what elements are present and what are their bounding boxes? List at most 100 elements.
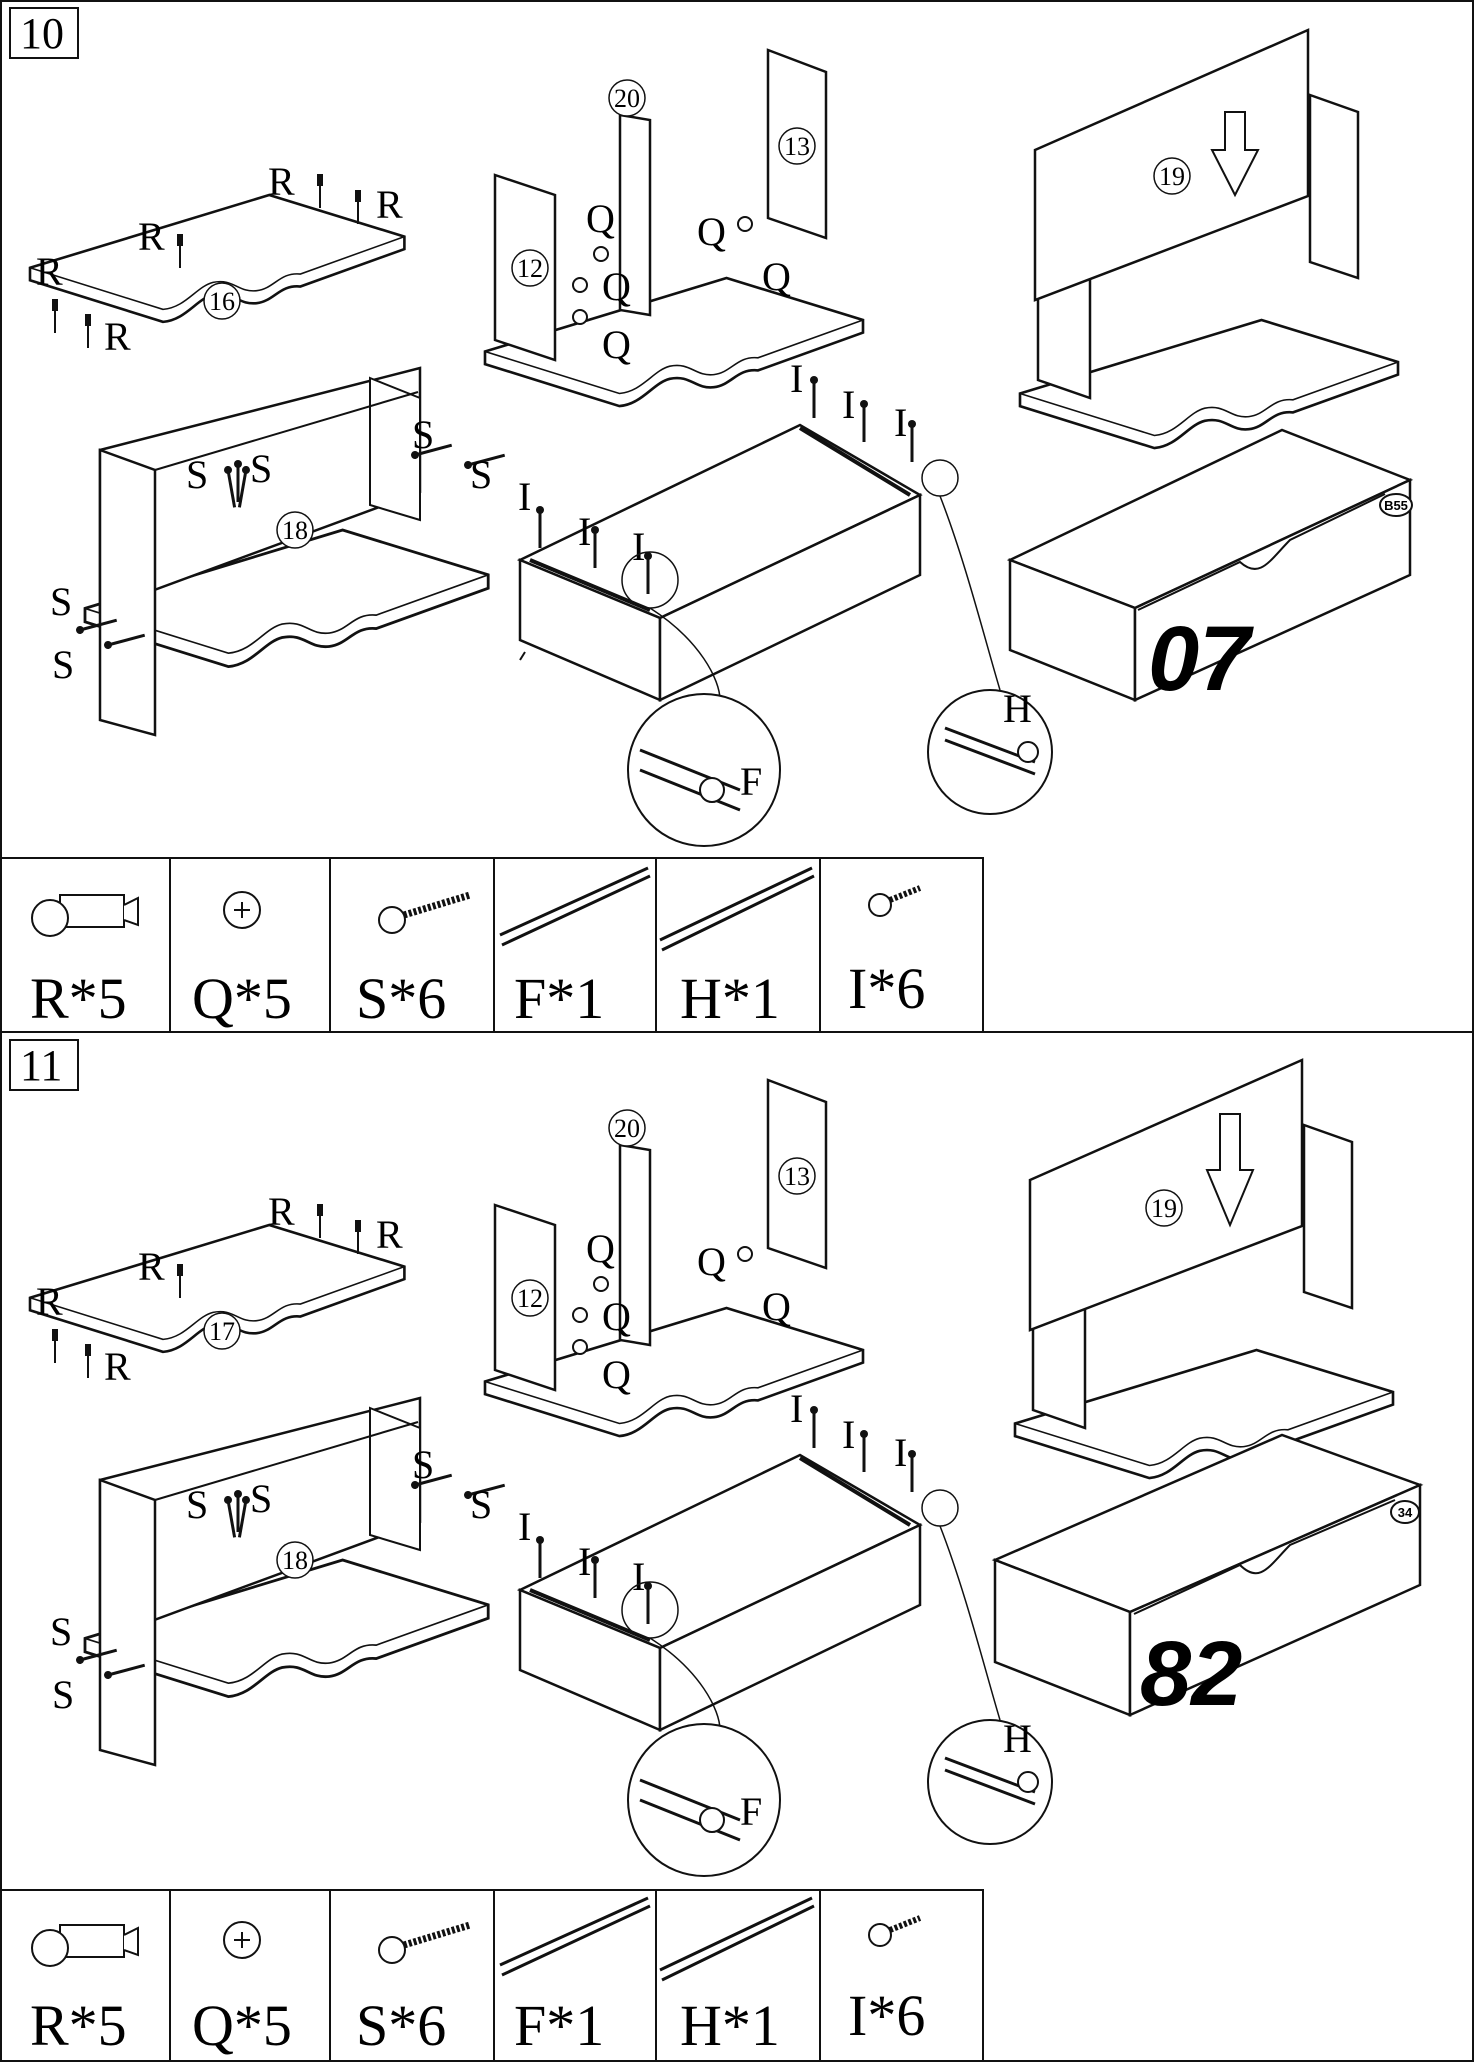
fitting-label-s: S (412, 1442, 434, 1487)
fitting-label-r: R (138, 214, 165, 259)
hardware-label: H*1 (680, 966, 780, 1031)
fitting-label-q: Q (586, 1226, 615, 1271)
step-number: 10 (20, 9, 64, 58)
part-label: 19 (1159, 162, 1185, 191)
fitting-label-q: Q (586, 196, 615, 241)
fitting-label-q: Q (602, 1352, 631, 1397)
hardware-label: Q*5 (192, 966, 292, 1031)
fitting-label-i: I (632, 1554, 645, 1599)
fitting-label-q: Q (602, 322, 631, 367)
fitting-label-s: S (250, 1476, 272, 1521)
long-screw-icon (378, 1921, 472, 1964)
hardware-label: I*6 (848, 956, 925, 1021)
drawer-rail-right-icon (659, 1896, 815, 1982)
part-label: 20 (614, 1114, 640, 1143)
fitting-label-i: I (894, 400, 907, 445)
part-label: 16 (209, 287, 235, 316)
drawer-number: 82 (1140, 1623, 1242, 1725)
fitting-label-s: S (250, 446, 272, 491)
fitting-label-s: S (412, 412, 434, 457)
long-screw-icon (378, 891, 472, 934)
fitting-label-i: I (578, 509, 591, 554)
fitting-label-r: R (268, 159, 295, 204)
fitting-label-r: R (104, 1344, 131, 1389)
hardware-label: R*5 (30, 966, 127, 1031)
hardware-table: R*5 Q*5 S*6 F*1 H*1 I*6 (1, 857, 984, 1032)
fitting-label-i: I (518, 474, 531, 519)
hardware-label: F*1 (514, 966, 604, 1031)
cam-dowel-icon (31, 1924, 139, 1967)
fitting-label-s: S (470, 452, 492, 497)
fitting-label-i: I (790, 1386, 803, 1431)
fitting-label-q: Q (602, 264, 631, 309)
cam-lock-icon (223, 1921, 261, 1959)
part-label: 12 (517, 254, 543, 283)
hardware-label: S*6 (356, 966, 446, 1031)
short-screw-icon (868, 1915, 922, 1947)
fitting-label-i: I (632, 524, 645, 569)
detail-rail-h (927, 1719, 1053, 1845)
fitting-label-q: Q (697, 1239, 726, 1284)
fitting-label-s: S (186, 1482, 208, 1527)
fitting-label-q: Q (697, 209, 726, 254)
cam-dowel-icon (31, 894, 139, 937)
part-label: 19 (1151, 1194, 1177, 1223)
part-label: 18 (282, 1546, 308, 1575)
fitting-label-s: S (50, 579, 72, 624)
fitting-label-r: R (36, 1279, 63, 1324)
fitting-label-i: I (578, 1539, 591, 1584)
finished-drawer: 07 B55 (1006, 428, 1414, 710)
fitting-label-r: R (36, 249, 63, 294)
short-screw-icon (868, 885, 922, 917)
fitting-label-s: S (50, 1609, 72, 1654)
detail-rail-f (627, 1723, 781, 1877)
fitting-label-h: H (1003, 1716, 1032, 1761)
fitting-label-s: S (186, 452, 208, 497)
cam-lock-icon (223, 891, 261, 929)
middle-panel-20 (618, 113, 652, 317)
drawer-badge: B55 (1384, 498, 1408, 513)
finished-drawer: 82 34 (991, 1433, 1424, 1725)
fitting-label-r: R (268, 1189, 295, 1234)
drawer-rail-right-icon (659, 866, 815, 952)
fitting-label-h: H (1003, 686, 1032, 731)
fitting-label-s: S (52, 1672, 74, 1717)
hardware-label: H*1 (680, 1993, 780, 2058)
step-10: 10 16 R R R R R 12 20 13 Q Q Q Q Q (0, 0, 1474, 1033)
hardware-label: I*6 (848, 1983, 925, 2048)
part-label: 20 (614, 84, 640, 113)
part-label: 12 (517, 1284, 543, 1313)
drawer-number: 07 (1148, 608, 1254, 710)
insert-arrow-icon (1205, 1113, 1255, 1228)
fitting-label-q: Q (762, 254, 791, 299)
fitting-label-r: R (104, 314, 131, 359)
fitting-label-q: Q (762, 1284, 791, 1329)
fitting-label-q: Q (602, 1294, 631, 1339)
detail-rail-f (627, 693, 781, 847)
fitting-label-s: S (52, 642, 74, 687)
fitting-label-r: R (376, 1212, 403, 1257)
part-label: 13 (784, 132, 810, 161)
fitting-label-i: I (790, 356, 803, 401)
step-11: 11 17 R R R R R 12 20 13 Q Q Q Q Q 19 (0, 1031, 1474, 2062)
hardware-label: F*1 (514, 1993, 604, 2058)
drawer-rail-left-icon (499, 866, 651, 947)
drawer-badge: 34 (1398, 1505, 1413, 1520)
fitting-label-i: I (842, 1412, 855, 1457)
hardware-label: S*6 (356, 1993, 446, 2058)
part-label: 17 (209, 1317, 235, 1346)
hardware-label: Q*5 (192, 1993, 292, 2058)
fitting-label-f: F (740, 759, 762, 804)
hardware-table: R*5 Q*5 S*6 F*1 H*1 I*6 (1, 1889, 984, 2062)
part-label: 13 (784, 1162, 810, 1191)
fitting-label-r: R (376, 182, 403, 227)
part-label: 18 (282, 516, 308, 545)
fitting-label-i: I (518, 1504, 531, 1549)
fitting-label-i: I (842, 382, 855, 427)
part-number-badge (203, 282, 241, 320)
hardware-label: R*5 (30, 1993, 127, 2058)
insert-arrow-icon (1210, 111, 1260, 198)
fitting-label-f: F (740, 1789, 762, 1834)
